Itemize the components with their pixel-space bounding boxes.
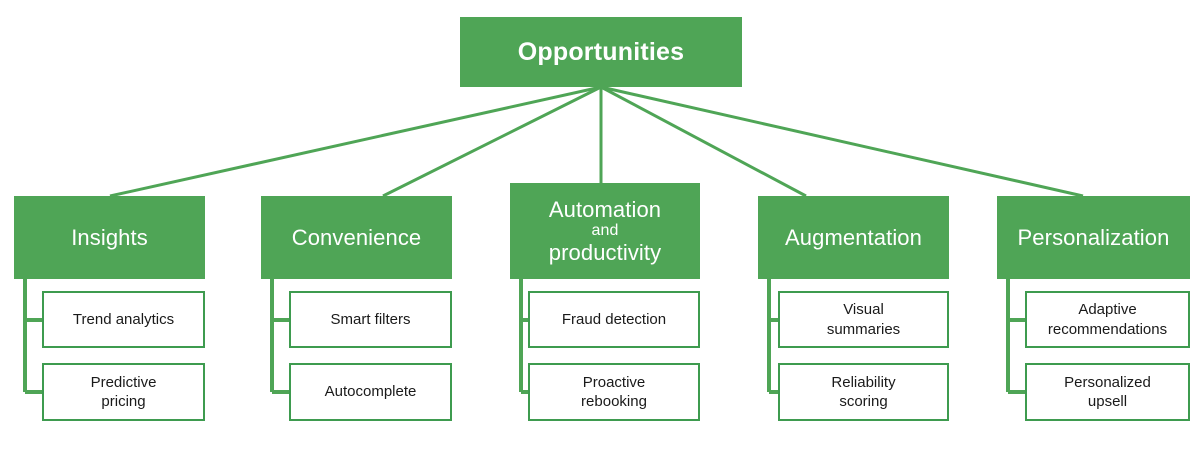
leaf-node-label-line: Personalized bbox=[1064, 373, 1151, 391]
leaf-node-label-line: Reliability bbox=[831, 373, 896, 391]
leaf-node-label-line: rebooking bbox=[581, 393, 647, 410]
fan-connector-insights bbox=[109, 85, 602, 198]
root-node-label: Opportunities bbox=[517, 37, 685, 66]
leaf-node-label-line: recommendations bbox=[1047, 320, 1168, 338]
category-node-label-line: Personalization bbox=[1017, 224, 1170, 250]
category-node-convenience[interactable]: Convenience bbox=[261, 196, 452, 279]
leaf-node-predictive-pricing[interactable]: Predictive pricing bbox=[42, 363, 205, 421]
category-node-augmentation[interactable]: Augmentation bbox=[758, 196, 949, 279]
leaf-node-label: Trend analytics bbox=[50, 310, 197, 329]
category-node-label-line: Convenience bbox=[291, 224, 422, 250]
category-node-label-line: Insights bbox=[71, 224, 148, 250]
leaf-node-proactive-rebooking[interactable]: Proactive rebooking bbox=[528, 363, 700, 421]
leaf-node-label-line: upsell bbox=[1087, 393, 1128, 410]
leaf-node-personalized-upsell[interactable]: Personalized upsell bbox=[1025, 363, 1190, 421]
leaf-node-label-line: Trend analytics bbox=[72, 310, 175, 328]
leaf-node-label-line: Fraud detection bbox=[561, 310, 667, 328]
category-node-label-line: Augmentation bbox=[785, 224, 922, 250]
category-node-label-line: productivity bbox=[548, 240, 662, 266]
leaf-node-label-line: Autocomplete bbox=[324, 383, 417, 401]
leaf-node-label-line: scoring bbox=[839, 393, 888, 410]
leaf-node-label: Proactive rebooking bbox=[536, 373, 692, 411]
leaf-node-label: Reliability scoring bbox=[786, 373, 941, 411]
leaf-node-fraud-detection[interactable]: Fraud detection bbox=[528, 291, 700, 348]
leaf-node-reliability-scoring[interactable]: Reliability scoring bbox=[778, 363, 949, 421]
leaf-node-label-line: pricing bbox=[101, 393, 146, 410]
leaf-node-label-line: Predictive bbox=[90, 373, 157, 391]
leaf-node-label-line: summaries bbox=[826, 320, 901, 338]
leaf-node-label-line: Visual bbox=[843, 301, 884, 319]
leaf-node-label-line: Smart filters bbox=[330, 310, 411, 328]
leaf-node-label-line: Proactive bbox=[582, 373, 646, 391]
leaf-node-trend-analytics[interactable]: Trend analytics bbox=[42, 291, 205, 348]
category-node-label-line: Automation bbox=[548, 196, 662, 222]
leaf-node-label: Predictive pricing bbox=[50, 373, 197, 411]
fan-connector-personalization bbox=[600, 85, 1084, 198]
fan-connector-augmentation bbox=[600, 85, 807, 198]
leaf-node-label: Smart filters bbox=[297, 310, 444, 329]
category-node-label-line: and bbox=[591, 221, 619, 239]
fan-connector-convenience bbox=[382, 85, 602, 198]
leaf-node-label-line: Adaptive bbox=[1078, 301, 1137, 319]
category-node-insights[interactable]: Insights bbox=[14, 196, 205, 279]
leaf-node-smart-filters[interactable]: Smart filters bbox=[289, 291, 452, 348]
leaf-node-label: Personalized upsell bbox=[1033, 373, 1182, 411]
category-node-personalization[interactable]: Personalization bbox=[997, 196, 1190, 279]
leaf-node-autocomplete[interactable]: Autocomplete bbox=[289, 363, 452, 421]
leaf-node-label: Fraud detection bbox=[536, 310, 692, 329]
root-node-opportunities[interactable]: Opportunities bbox=[460, 17, 742, 87]
leaf-node-label: Autocomplete bbox=[297, 382, 444, 401]
